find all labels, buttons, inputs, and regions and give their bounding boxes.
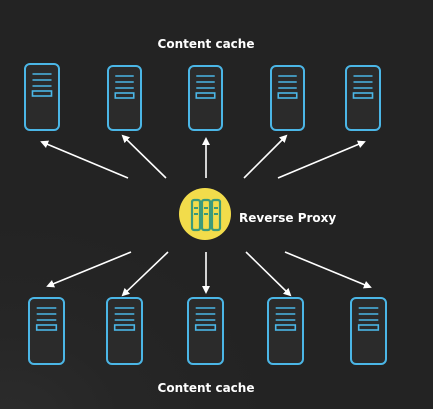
arrow-to-top-server-1 [40, 140, 129, 179]
bottom-server-icon-5 [350, 297, 387, 365]
arrow-to-bottom-server-5 [284, 251, 372, 289]
arrow-to-bottom-server-2 [121, 251, 169, 297]
top-server-icon-2 [107, 65, 142, 131]
arrows-group [40, 134, 372, 297]
arrow-to-top-server-2 [121, 134, 167, 179]
arrow-to-top-server-4 [243, 134, 288, 179]
arrow-to-top-server-5 [277, 140, 366, 179]
top-server-icon-1 [24, 63, 60, 131]
arrow-to-bottom-server-1 [46, 251, 132, 288]
top-server-icon-4 [270, 65, 305, 131]
arrow-to-bottom-server-4 [245, 251, 292, 297]
reverse-proxy-label: Reverse Proxy [239, 211, 336, 225]
top-server-icon-3 [188, 65, 223, 131]
bottom-server-icon-4 [267, 297, 304, 365]
bottom-server-icon-3 [187, 297, 224, 365]
top-content-cache-label: Content cache [158, 37, 255, 51]
reverse-proxy-node [179, 188, 231, 240]
top-server-icon-5 [345, 65, 381, 131]
bottom-server-icon-1 [28, 297, 65, 365]
reverse-proxy-servers-icon [190, 198, 222, 232]
bottom-content-cache-label: Content cache [158, 381, 255, 395]
servers-group [24, 63, 387, 365]
bottom-server-icon-2 [106, 297, 143, 365]
